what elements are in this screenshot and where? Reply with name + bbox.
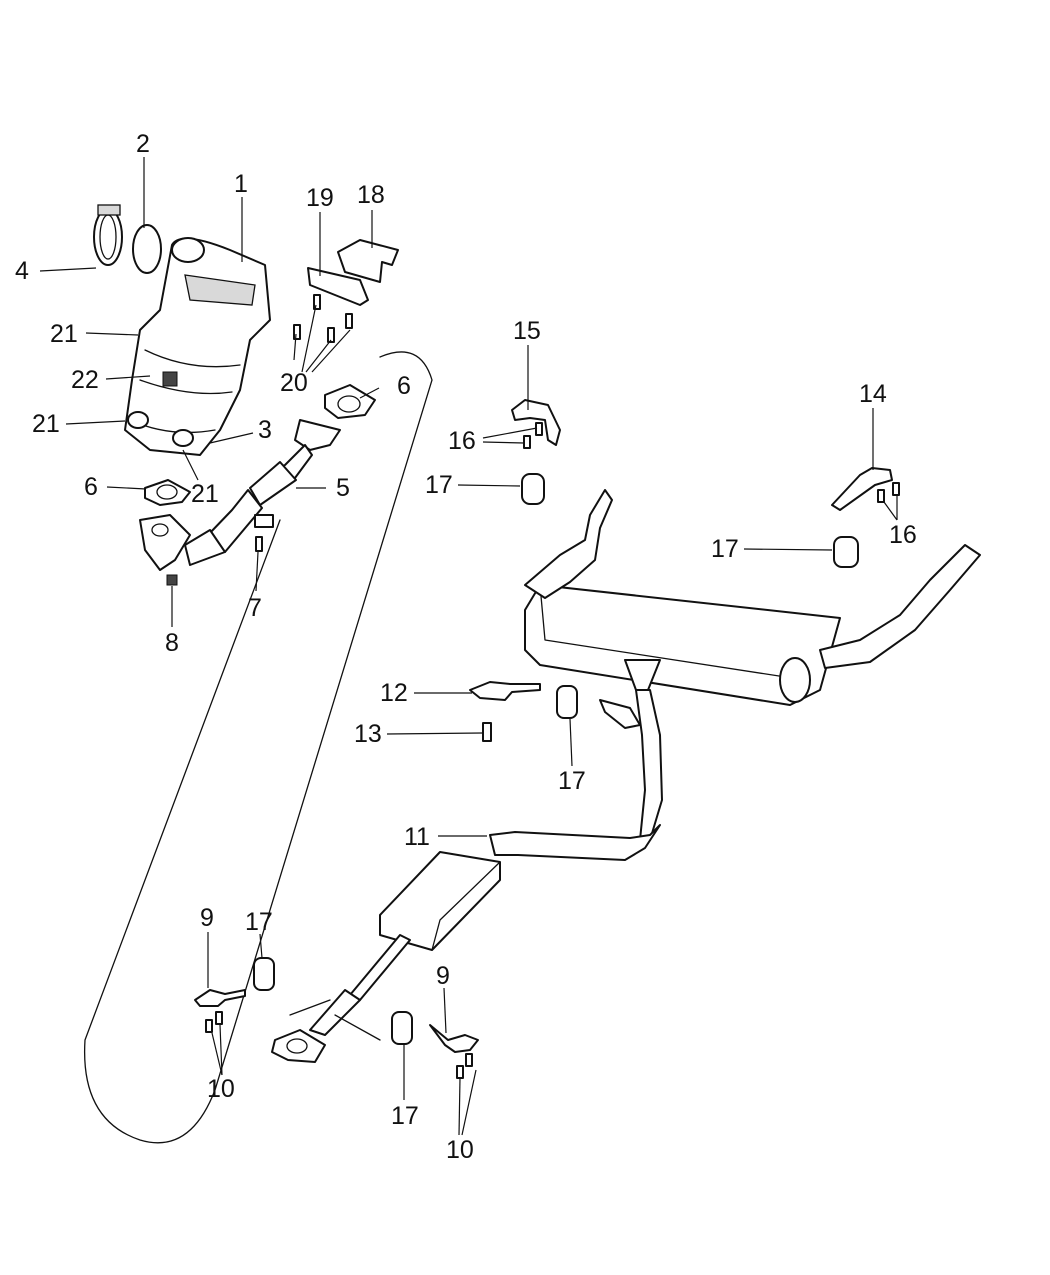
callout-9: 9	[200, 904, 214, 932]
callout-17: 17	[391, 1102, 419, 1130]
bolts-part-20	[293, 294, 353, 343]
hanger-bracket-part-14	[831, 467, 893, 511]
bolts-part-10-right	[456, 1053, 473, 1079]
intermediate-pipe-part-11	[271, 824, 661, 1063]
callout-10: 10	[446, 1136, 474, 1164]
callout-9: 9	[436, 962, 450, 990]
callout-6: 6	[397, 372, 411, 400]
callout-2: 2	[136, 130, 150, 158]
isolator-part-17-d	[253, 957, 275, 991]
manifold-converter-part-1	[124, 237, 271, 456]
gasket-ring-part-2	[132, 224, 162, 274]
callout-17: 17	[558, 767, 586, 795]
callout-3: 3	[258, 416, 272, 444]
parts-artwork	[83, 204, 981, 1144]
hanger-bracket-part-15	[511, 399, 561, 446]
callout-16: 16	[889, 521, 917, 549]
clamp-part-4	[93, 204, 123, 266]
bolt-part-7	[255, 536, 263, 552]
isolator-part-17-c	[556, 685, 578, 719]
rear-muffler	[524, 489, 981, 841]
bolts-part-16-lower	[877, 482, 900, 503]
gasket-part-6-lower	[144, 479, 191, 506]
callout-20: 20	[280, 369, 308, 397]
bolts-part-16-upper	[523, 422, 543, 449]
callout-labels: 1 2 4 19 18 21 20 22 6 21 3 6 21 5 7 8 1…	[15, 130, 917, 1164]
bracket-part-9-left	[194, 989, 246, 1007]
callout-17: 17	[425, 471, 453, 499]
callout-14: 14	[859, 380, 887, 408]
isolator-part-17-a	[521, 473, 545, 505]
callout-10: 10	[207, 1075, 235, 1103]
bolt-part-13	[482, 722, 492, 742]
callout-21: 21	[32, 410, 60, 438]
callout-15: 15	[513, 317, 541, 345]
nut-part-8	[166, 574, 178, 586]
callout-13: 13	[354, 720, 382, 748]
callout-18: 18	[357, 181, 385, 209]
callout-4: 4	[15, 257, 29, 285]
gasket-part-6-upper	[324, 384, 376, 419]
bracket-part-12	[469, 681, 541, 701]
downpipe-part-5	[139, 419, 341, 571]
callout-11: 11	[404, 823, 430, 851]
callout-1: 1	[234, 170, 248, 198]
callout-21: 21	[50, 320, 78, 348]
callout-12: 12	[380, 679, 408, 707]
callout-19: 19	[306, 184, 334, 212]
callout-21: 21	[191, 480, 219, 508]
callout-5: 5	[336, 474, 350, 502]
bolts-part-10-left	[205, 1011, 223, 1033]
callout-6: 6	[84, 473, 98, 501]
callout-17: 17	[711, 535, 739, 563]
callout-7: 7	[248, 594, 262, 622]
bracket-part-19	[307, 267, 369, 306]
bracket-part-18	[337, 239, 399, 283]
isolator-part-17-b	[833, 536, 859, 568]
callout-22: 22	[71, 366, 99, 394]
callout-16: 16	[448, 427, 476, 455]
leader-lines	[39, 157, 898, 1136]
group-outline	[83, 351, 433, 1144]
callout-17: 17	[245, 908, 273, 936]
isolator-part-17-e	[391, 1011, 413, 1045]
bracket-part-9-right	[429, 1024, 479, 1053]
callout-8: 8	[165, 629, 179, 657]
